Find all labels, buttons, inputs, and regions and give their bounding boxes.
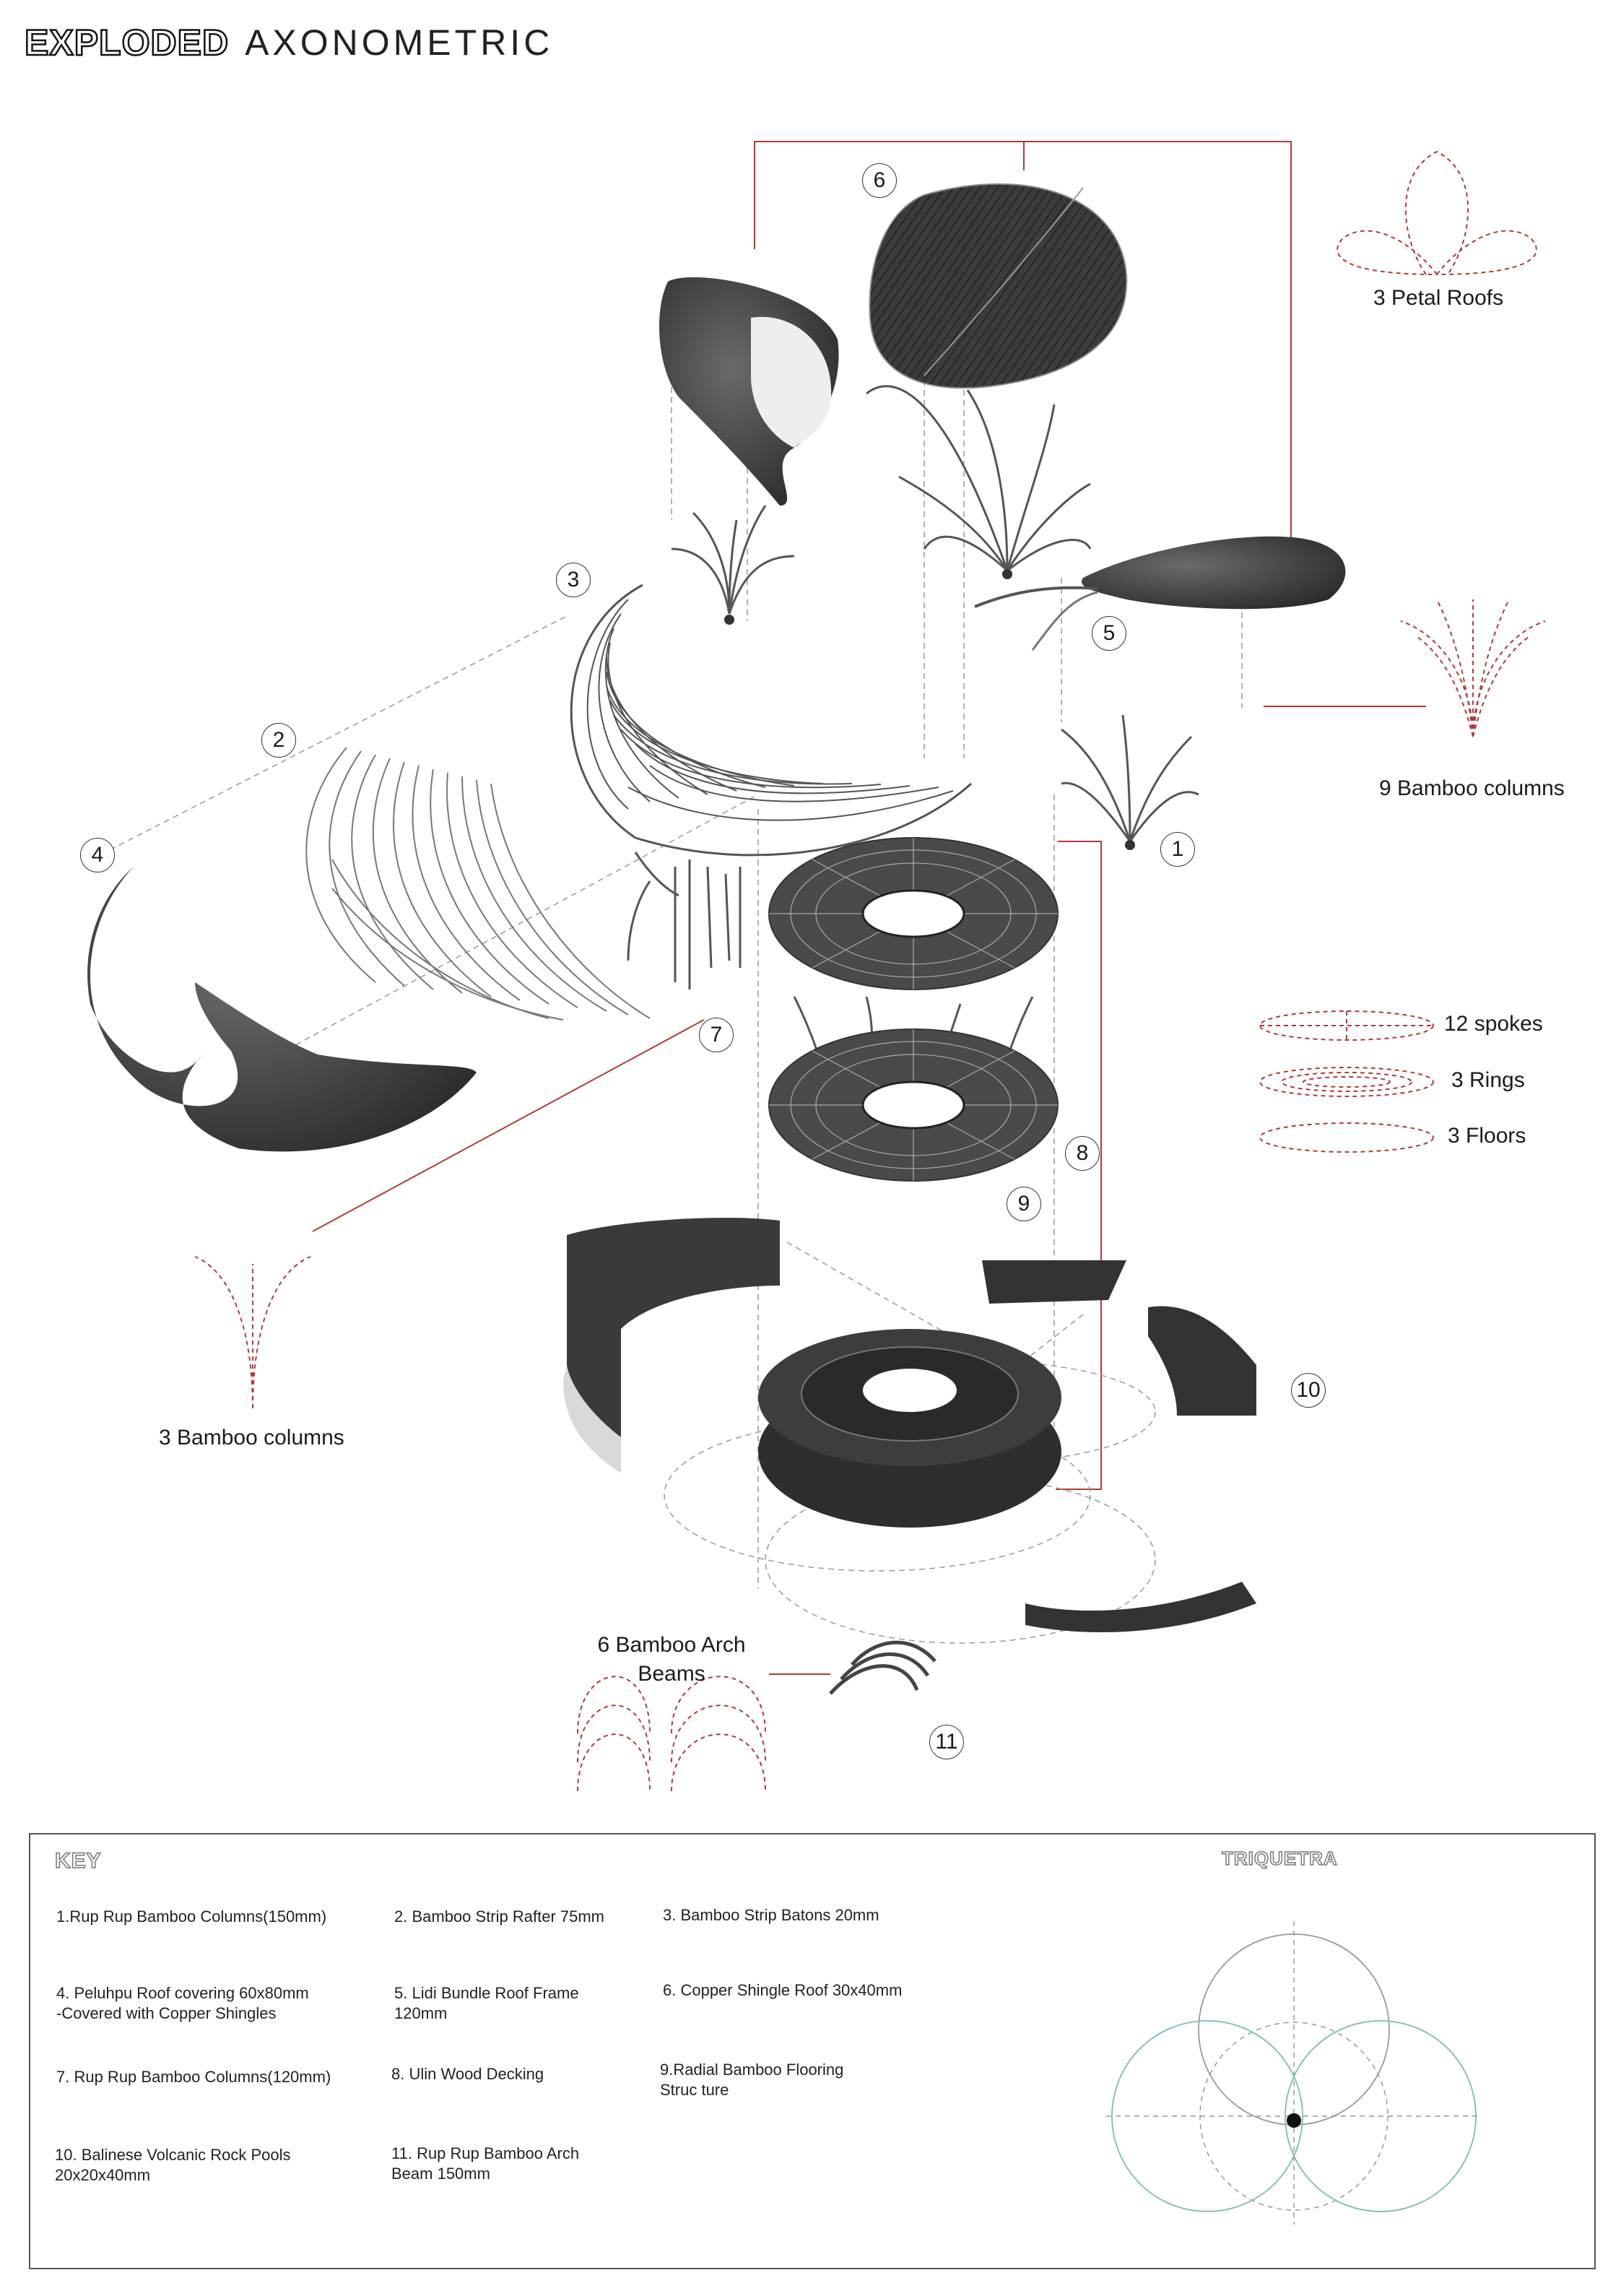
callout-3: 3 — [556, 563, 591, 597]
rock-pools-10 — [563, 1218, 1256, 1632]
callout-2: 2 — [261, 723, 296, 758]
key-item-8: 8. Ulin Wood Decking — [391, 2065, 544, 2083]
petal-roof-right — [974, 536, 1346, 850]
label-9-bamboo-columns: 9 Bamboo columns — [1379, 776, 1565, 800]
page-title: EXPLODED AXONOMETRIC — [24, 22, 554, 64]
title-plain-word: AXONOMETRIC — [245, 22, 554, 63]
icon-9-columns — [1400, 599, 1546, 737]
label-12-spokes: 12 spokes — [1444, 1012, 1543, 1036]
callout-5: 5 — [1092, 616, 1126, 651]
callout-4: 4 — [80, 838, 115, 872]
label-6-bamboo-arch-beams: 6 Bamboo Arch Beams — [597, 1633, 746, 1686]
label-3-rings: 3 Rings — [1451, 1068, 1525, 1092]
triquetra-diagram — [1106, 1921, 1482, 2224]
key-item-10: 10. Balinese Volcanic Rock Pools 20x20x4… — [55, 2146, 291, 2184]
label-3-floors: 3 Floors — [1448, 1124, 1526, 1148]
key-item-4: 4. Peluhpu Roof covering 60x80mm -Covere… — [56, 1984, 309, 2022]
callout-6: 6 — [862, 163, 897, 198]
key-item-1: 1.Rup Rup Bamboo Columns(150mm) — [56, 1907, 327, 1925]
callout-11: 11 — [929, 1725, 964, 1759]
callout-8: 8 — [1065, 1136, 1100, 1171]
callout-9: 9 — [1007, 1187, 1041, 1221]
label-3-bamboo-columns: 3 Bamboo columns — [159, 1426, 344, 1450]
key-item-9: 9.Radial Bamboo Flooring Struc ture — [660, 2061, 844, 2099]
icon-3-columns — [194, 1256, 311, 1409]
petal-roof-center — [866, 183, 1128, 579]
roof-shell-4 — [87, 867, 477, 1152]
key-panel: KEY 1.Rup Rup Bamboo Columns(150mm) 2. B… — [29, 1833, 1596, 2269]
rafters-2 — [305, 747, 651, 1021]
arch-beams-11 — [829, 1640, 936, 1695]
title-outline-word: EXPLODED — [24, 22, 230, 64]
batons-3 — [570, 584, 973, 857]
key-item-2: 2. Bamboo Strip Rafter 75mm — [394, 1907, 605, 1925]
icon-arch-beams — [577, 1676, 766, 1792]
key-item-5: 5. Lidi Bundle Roof Frame 120mm — [394, 1984, 579, 2022]
petal-roof-left — [659, 277, 839, 625]
key-item-6: 6. Copper Shingle Roof 30x40mm — [663, 1981, 903, 1999]
icon-floors — [1259, 1122, 1434, 1153]
legend-icons — [194, 150, 1546, 1792]
columns-7 — [627, 852, 742, 989]
decking-8 — [768, 837, 1059, 990]
callout-1: 1 — [1160, 832, 1195, 867]
key-item-7: 7. Rup Rup Bamboo Columns(120mm) — [56, 2068, 331, 2086]
red-leader-lines — [312, 141, 1426, 1675]
callout-10: 10 — [1291, 1373, 1326, 1408]
callout-7: 7 — [699, 1018, 734, 1052]
key-item-3: 3. Bamboo Strip Batons 20mm — [663, 1906, 879, 1924]
icon-spokes — [1259, 1010, 1434, 1041]
triquetra-title: TRIQUETRA — [1221, 1847, 1338, 1870]
key-item-11: 11. Rup Rup Bamboo Arch Beam 150mm — [391, 2144, 580, 2183]
key-title: KEY — [54, 1848, 102, 1873]
label-petal-roofs: 3 Petal Roofs — [1373, 286, 1504, 310]
flooring-9 — [768, 1028, 1059, 1182]
icon-rings — [1259, 1067, 1434, 1097]
